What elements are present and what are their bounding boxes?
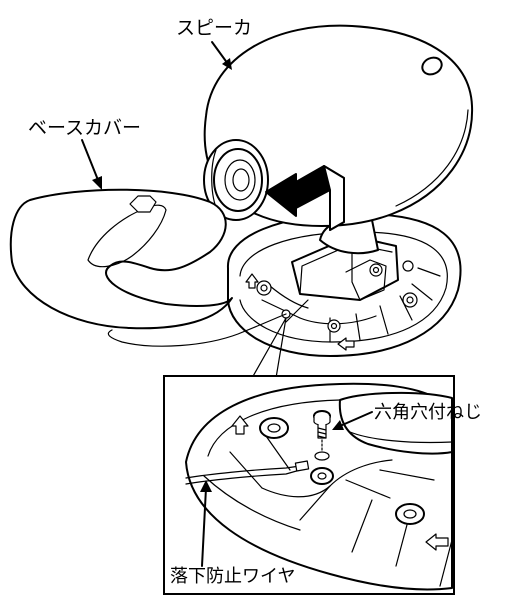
safety-wire bbox=[107, 313, 287, 347]
base-cover bbox=[9, 188, 233, 330]
hex-screw bbox=[313, 410, 331, 439]
detail-connector bbox=[251, 317, 287, 379]
base-cover-leader bbox=[81, 139, 102, 190]
speaker-driver bbox=[203, 139, 269, 221]
label-hex-screw: 六角穴付ねじ bbox=[374, 402, 482, 423]
speaker-leader bbox=[211, 41, 232, 70]
label-base-cover: ベースカバー bbox=[28, 117, 141, 139]
label-fall-prevention-wire: 落下防止ワイヤ bbox=[170, 566, 295, 587]
base-plate bbox=[226, 213, 462, 357]
speaker bbox=[203, 24, 474, 227]
hex-screw-leader bbox=[332, 411, 373, 430]
detail-inset bbox=[163, 375, 455, 595]
wire-leader bbox=[200, 480, 212, 567]
label-speaker: スピーカ bbox=[176, 17, 252, 39]
mounting-direction-arrow bbox=[265, 165, 345, 231]
